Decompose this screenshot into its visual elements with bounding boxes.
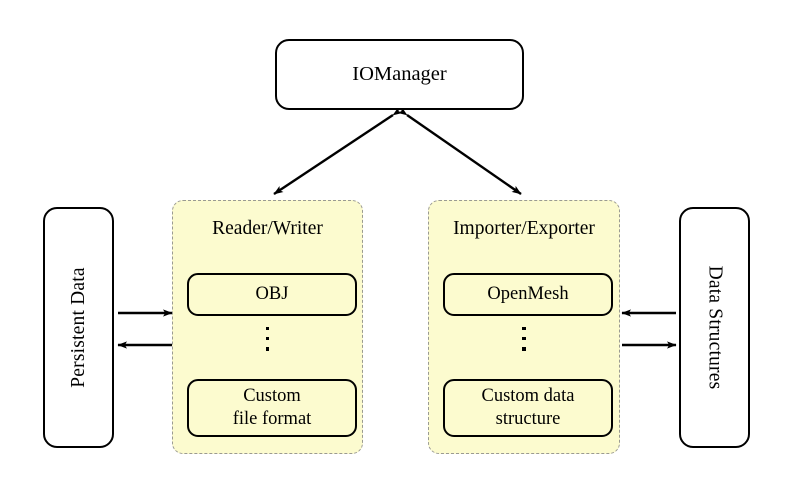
io-manager-label: IOManager	[352, 63, 447, 86]
custom-file-format-label: Custom file format	[233, 385, 312, 430]
reader-writer-title: Reader/Writer	[212, 218, 323, 239]
reader-writer-item-custom-file-format[interactable]: Custom file format	[187, 379, 357, 437]
custom-data-structure-line1: Custom data	[481, 386, 575, 407]
persistent-data-label: Persistent Data	[68, 267, 90, 388]
data-structures-label: Data Structures	[704, 265, 726, 390]
reader-writer-group[interactable]: Reader/Writer OBJ Custom file format	[172, 200, 363, 454]
custom-data-structure-label: Custom data structure	[481, 385, 574, 430]
importer-exporter-item-openmesh[interactable]: OpenMesh	[443, 273, 613, 316]
connector-manager-importer-exporter	[397, 106, 522, 195]
reader-writer-item-obj[interactable]: OBJ	[187, 273, 357, 316]
io-manager-box[interactable]: IOManager	[275, 39, 524, 110]
persistent-data-box[interactable]: Persistent Data	[43, 207, 114, 448]
data-structures-box[interactable]: Data Structures	[679, 207, 750, 448]
obj-label: OBJ	[255, 283, 289, 304]
importer-exporter-ellipsis-icon	[429, 327, 619, 351]
importer-exporter-title: Importer/Exporter	[453, 218, 595, 239]
connector-manager-reader-writer	[273, 107, 403, 195]
custom-file-format-line1: Custom	[243, 386, 301, 407]
reader-writer-ellipsis-icon	[173, 327, 362, 351]
custom-data-structure-line2: structure	[495, 409, 561, 429]
openmesh-label: OpenMesh	[487, 283, 569, 304]
custom-file-format-line2: file format	[232, 409, 312, 429]
importer-exporter-group[interactable]: Importer/Exporter OpenMesh Custom data s…	[428, 200, 620, 454]
importer-exporter-item-custom-data-structure[interactable]: Custom data structure	[443, 379, 613, 437]
